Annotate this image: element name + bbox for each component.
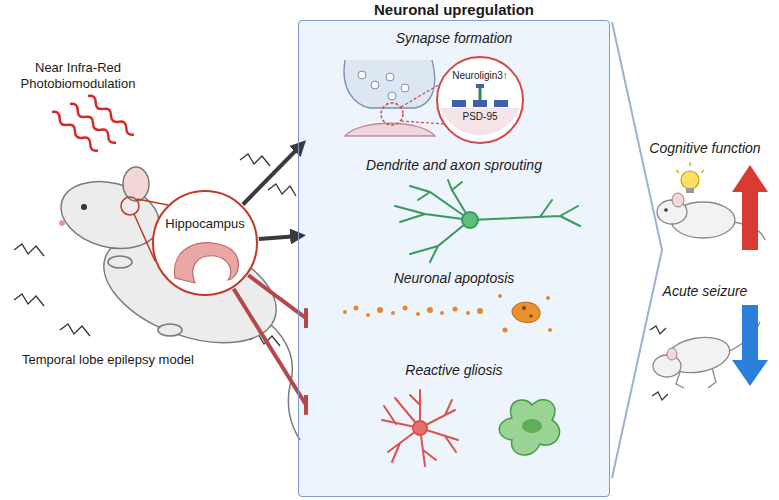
synapse-zoom-circle: Neuroligin3↑ PSD-95 <box>436 56 524 144</box>
connector-head <box>296 140 306 150</box>
gliosis-section: Reactive gliosis <box>306 360 602 488</box>
node-title: Dendrite and axon sprouting <box>306 155 602 174</box>
apoptosis-section: Neuronal apoptosis <box>306 268 602 356</box>
stimulus-label: Near Infra-Red Photobiomodulation <box>8 60 148 93</box>
model-label: Temporal lobe epilepsy model <box>8 352 208 368</box>
panel-border <box>298 20 610 497</box>
outcome-label: Acute seizure <box>636 283 774 301</box>
inhibition-connector <box>248 275 306 318</box>
arrow-connector <box>243 150 296 204</box>
node-text: PSD-95 <box>438 111 522 123</box>
upregulation-panel: Neuronal upregulationSynapse formationNe… <box>298 0 610 497</box>
arrow-connector <box>259 236 292 239</box>
node-title: Neuronal apoptosis <box>306 268 602 287</box>
astrocyte <box>382 390 458 466</box>
inhibition-connector <box>234 289 306 405</box>
rat-model <box>53 167 300 440</box>
panel-fill <box>298 20 610 497</box>
node-title: Neuroligin3↑ <box>438 70 522 82</box>
node-title: Reactive gliosis <box>306 360 602 379</box>
node-title: Synapse formation <box>306 28 602 47</box>
increase-arrow <box>732 165 768 250</box>
synapse-drawing <box>344 57 523 143</box>
decrease-arrow <box>732 305 768 386</box>
outcome-label: Cognitive function <box>636 140 774 158</box>
synapse-section: Synapse formationNeuroligin3↑ PSD-95 <box>306 28 602 150</box>
node-title: Hippocampus <box>154 216 256 232</box>
zoom-spot <box>121 197 139 215</box>
zoom-line <box>137 199 168 205</box>
chevron <box>612 22 662 478</box>
hippocampus-circle: Hippocampus <box>152 190 258 296</box>
apoptotic-neuron <box>343 294 552 333</box>
node-title: Neuronal upregulation <box>298 1 610 19</box>
sprouting-neuron <box>395 180 580 262</box>
hippocampus-fill <box>153 191 257 295</box>
sprouting-section: Dendrite and axon sprouting <box>306 155 602 265</box>
microglia <box>499 400 559 455</box>
hippocampus-shape <box>174 243 238 283</box>
connector-head <box>292 235 306 236</box>
infrared-rays <box>50 94 136 153</box>
